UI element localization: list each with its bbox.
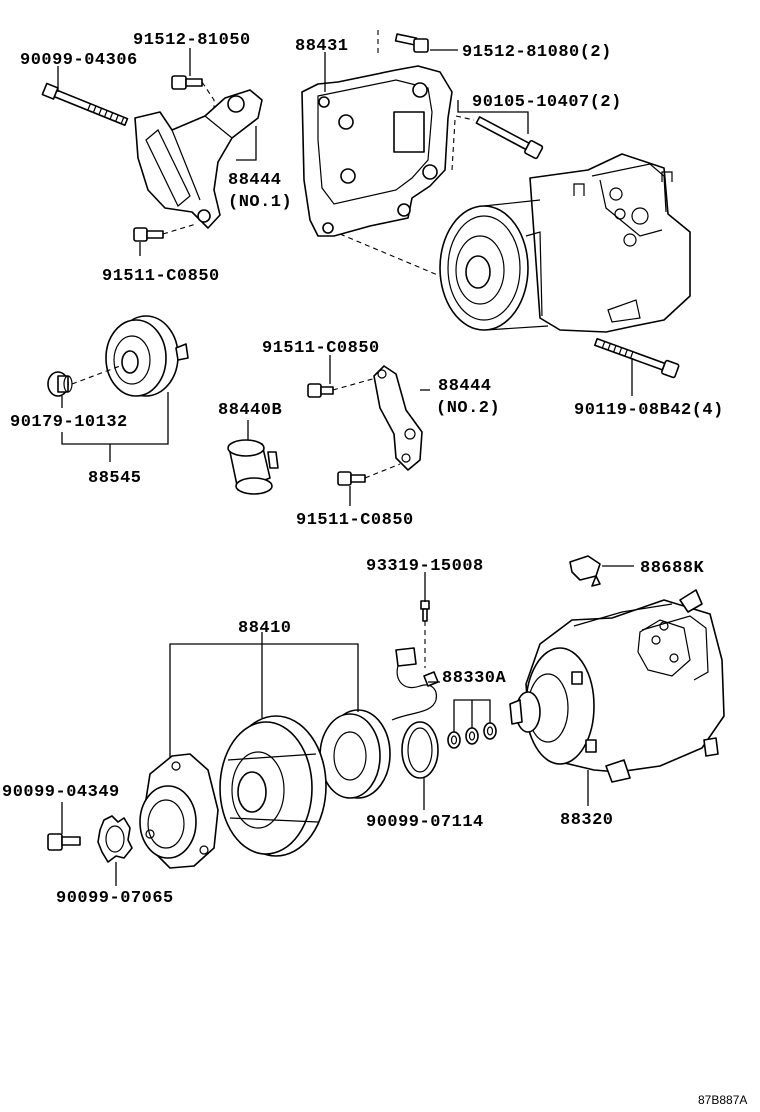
illustration-code: 87B887A bbox=[698, 1093, 747, 1107]
bracket-88444-no1 bbox=[134, 89, 263, 229]
pressure-plate-88410 bbox=[139, 753, 219, 869]
label-88410: 88410 bbox=[238, 619, 292, 638]
label-91511-c0850-mid: 91511-C0850 bbox=[262, 339, 380, 358]
bolt-91511-c0850-top bbox=[133, 223, 197, 242]
idler-88440b bbox=[227, 439, 279, 495]
label-90099-04306: 90099-04306 bbox=[20, 51, 138, 70]
label-90099-07114: 90099-07114 bbox=[366, 813, 484, 832]
label-88545: 88545 bbox=[88, 469, 142, 488]
label-91511-c0850-bot: 91511-C0850 bbox=[296, 511, 414, 530]
label-88444-no2-part: 88444 bbox=[438, 377, 492, 396]
stator-coil-88410 bbox=[319, 709, 391, 799]
label-88444-no1-part: 88444 bbox=[228, 171, 282, 190]
bolt-91511-c0850-bot bbox=[337, 463, 401, 486]
label-90179-10132: 90179-10132 bbox=[10, 413, 128, 432]
label-88688k: 88688K bbox=[640, 559, 705, 578]
bolt-90119-08b42 bbox=[594, 337, 680, 379]
pulley-88545 bbox=[71, 315, 189, 397]
label-90099-04349: 90099-04349 bbox=[2, 783, 120, 802]
label-93319-15008: 93319-15008 bbox=[366, 557, 484, 576]
label-91511-c0850-top: 91511-C0850 bbox=[102, 267, 220, 286]
label-88440b: 88440B bbox=[218, 401, 282, 420]
leader-lines bbox=[57, 48, 634, 886]
bracket-88688k bbox=[569, 555, 601, 587]
bolt-91512-81080 bbox=[394, 33, 429, 53]
nut-90179-10132 bbox=[47, 371, 73, 397]
label-88330a: 88330A bbox=[442, 669, 507, 688]
bolt-90099-04306 bbox=[41, 82, 129, 127]
bolt-90105-10407 bbox=[455, 115, 544, 160]
spacers-88330a bbox=[447, 722, 497, 749]
bolt-91511-c0850-mid bbox=[307, 377, 377, 398]
compressor-assembly-top bbox=[439, 153, 691, 333]
bracket-88431 bbox=[301, 30, 456, 277]
label-90119-08b42: 90119-08B42(4) bbox=[574, 401, 724, 420]
bolt-93319-15008 bbox=[420, 600, 430, 668]
label-88444-no2-variant: (NO.2) bbox=[436, 399, 500, 418]
label-90105-10407: 90105-10407(2) bbox=[472, 93, 622, 112]
label-91512-81080: 91512-81080(2) bbox=[462, 43, 612, 62]
bolt-90099-04349 bbox=[47, 833, 81, 851]
label-88444-no1-variant: (NO.1) bbox=[228, 193, 292, 212]
compressor-88320 bbox=[509, 589, 725, 783]
label-91512-81050: 91512-81050 bbox=[133, 31, 251, 50]
label-90099-07065: 90099-07065 bbox=[56, 889, 174, 908]
pulley-88410 bbox=[219, 715, 327, 857]
sensor-88330a bbox=[391, 647, 439, 721]
bracket-88444-no2 bbox=[373, 365, 423, 471]
shim-90099-07065 bbox=[97, 815, 133, 863]
label-88320: 88320 bbox=[560, 811, 614, 830]
label-88431: 88431 bbox=[295, 37, 349, 56]
bolt-91512-81050 bbox=[171, 75, 215, 108]
part-labels: 90099-04306 91512-81050 88431 91512-8108… bbox=[2, 31, 747, 1107]
snap-ring-90099-07114 bbox=[401, 721, 439, 779]
